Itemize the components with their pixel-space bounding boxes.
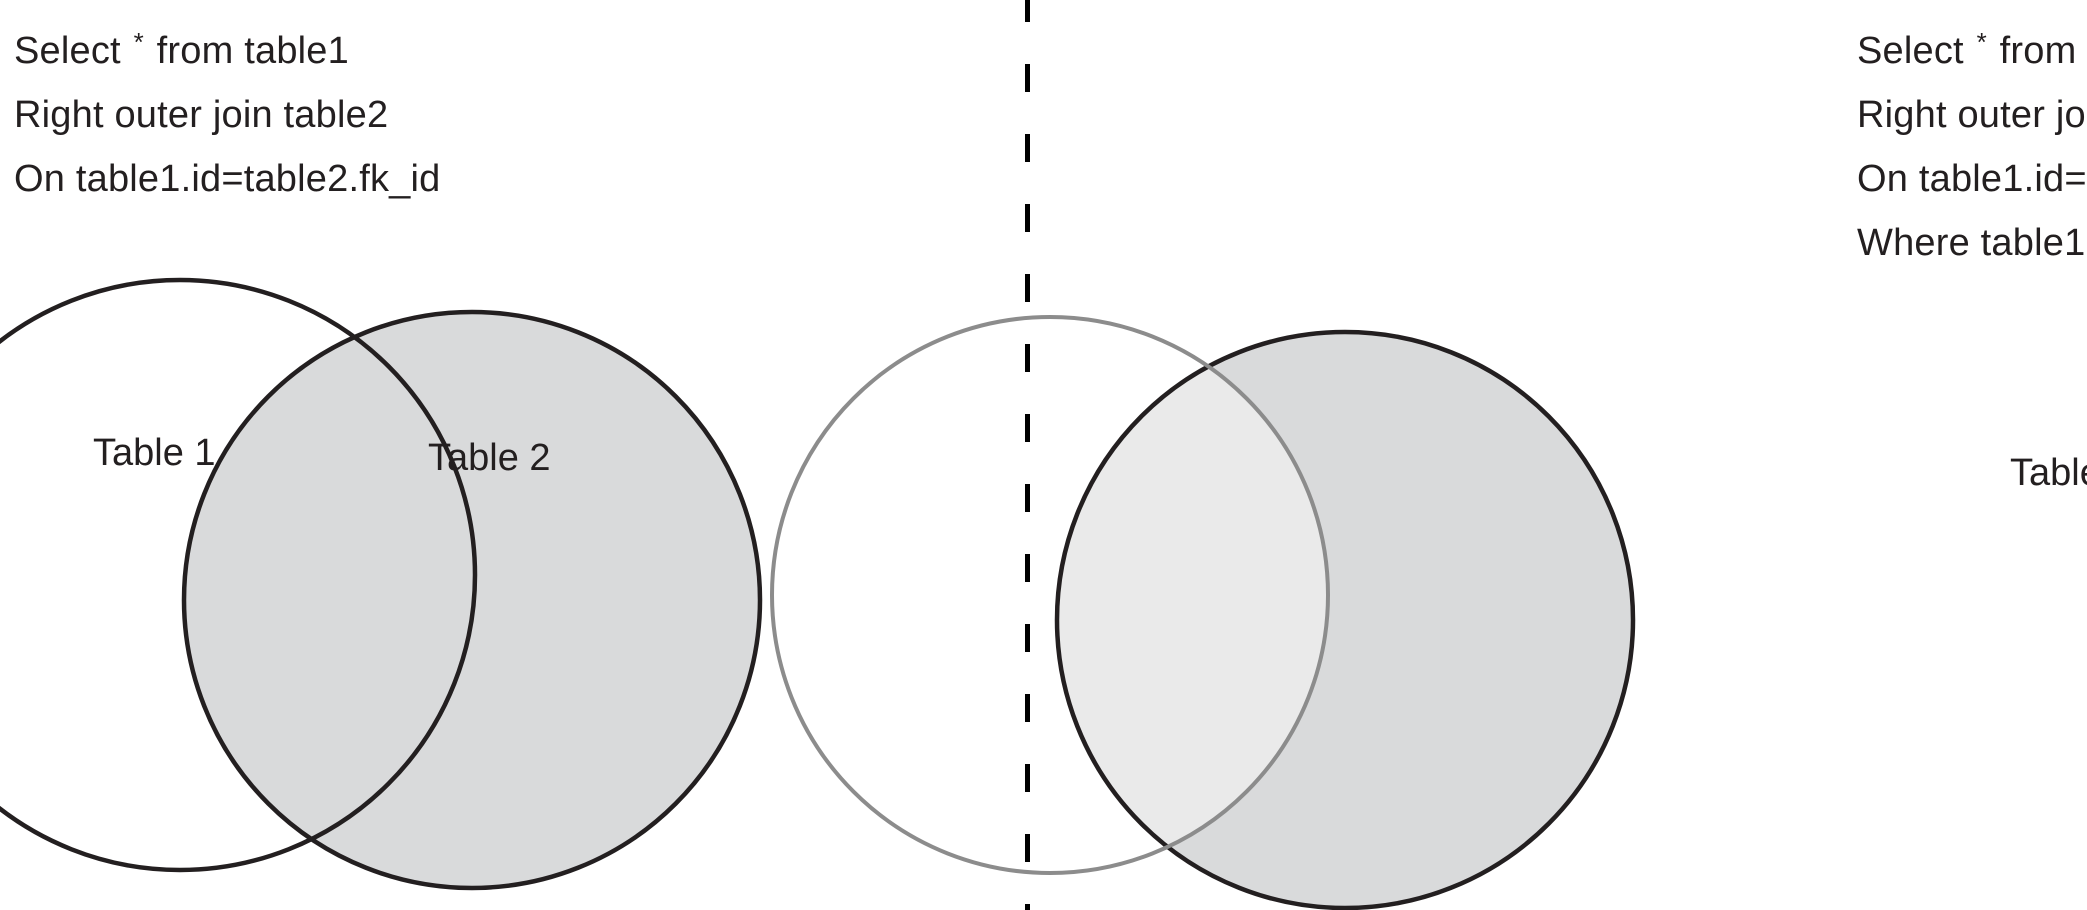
left-venn-table1-label: Table 1 [93,432,216,474]
panel-left: Select * from table1 Right outer join ta… [0,0,1027,910]
panel-right: Select * from table1 Right outer join ta… [1027,0,2087,910]
sql-line-1-post: from table1 [1999,30,2087,72]
sql-line-1-pre: Select [1857,30,1975,72]
left-venn-table2-label: Table 2 [428,437,551,479]
sql-line-1-post: from table1 [145,30,349,72]
asterisk-glyph: * [133,27,144,57]
sql-line-3: On table1.id=table2.fk_id [1857,158,2087,200]
sql-line-3: On table1.id=table2.fk_id [14,158,441,200]
sql-query-left: Select * from table1 Right outer join ta… [14,10,440,211]
vertical-dashed-divider [1025,0,1030,910]
sql-line-1: Select * from table1 [14,10,440,83]
sql-line-1: Select * from table1 [1857,10,2087,83]
asterisk-glyph: * [1976,27,1987,57]
sql-line-1-pre: Select [14,30,132,72]
sql-line-2: Right outer join table2 [14,94,389,136]
sql-line-4: Where table1.fk_id is null [1857,222,2087,264]
sql-query-right: Select * from table1 Right outer join ta… [1857,10,2087,275]
right-venn-table1-label: Table 1 [2010,452,2087,494]
sql-line-2: Right outer join table2 [1857,94,2087,136]
